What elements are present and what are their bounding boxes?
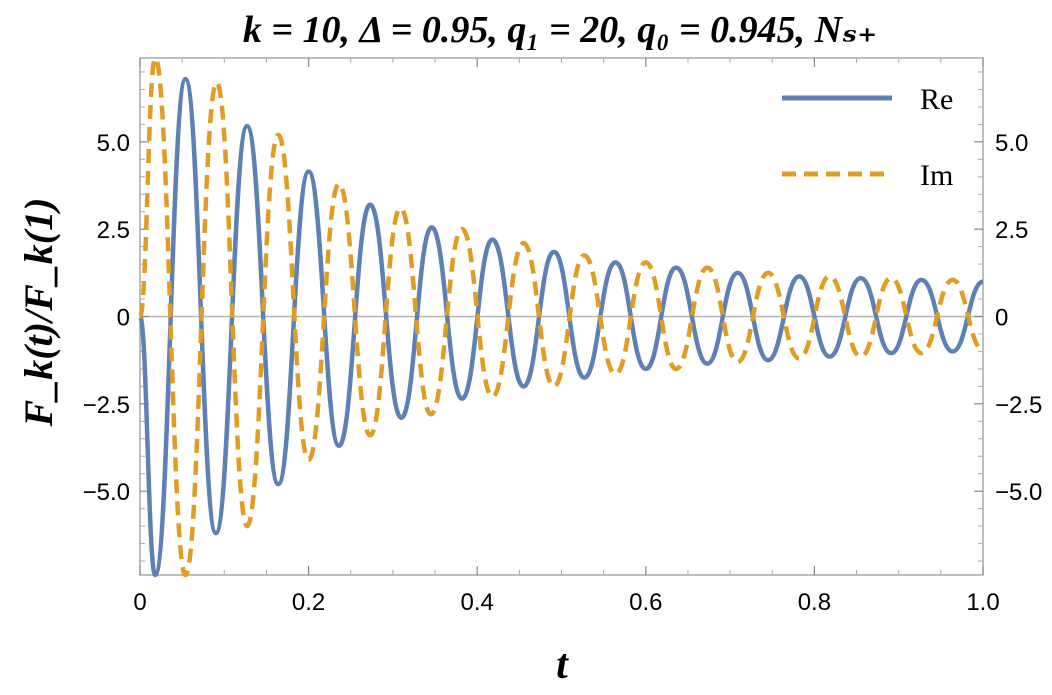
- x-tick-label: 0.6: [629, 589, 662, 616]
- x-axis-label: t: [556, 642, 569, 688]
- y-tick-label-left: 0: [117, 305, 130, 332]
- legend: Re Im: [782, 83, 953, 192]
- y-tick-label-left: −2.5: [83, 392, 130, 419]
- x-tick-label: 0.8: [798, 589, 831, 616]
- x-tick-label: 0.2: [292, 589, 325, 616]
- legend-im-label: Im: [920, 159, 953, 192]
- y-axis-label: F_k(t)/F_k(1): [16, 198, 61, 428]
- y-tick-label-left: 5.0: [97, 130, 130, 157]
- y-tick-label-right: 0: [995, 305, 1008, 332]
- x-tick-label: 0: [133, 589, 146, 616]
- curves-group: [137, 55, 984, 578]
- y-tick-label-left: 2.5: [97, 217, 130, 244]
- series-line-re: [137, 76, 984, 578]
- y-tick-label-right: 5.0: [995, 130, 1028, 157]
- x-tick-label: 0.4: [461, 589, 494, 616]
- y-tick-label-right: −2.5: [995, 392, 1042, 419]
- y-tick-label-right: −5.0: [995, 479, 1042, 506]
- y-tick-label-right: 2.5: [995, 217, 1028, 244]
- y-tick-label-left: −5.0: [83, 479, 130, 506]
- series-line-im: [137, 55, 984, 578]
- legend-re-label: Re: [920, 83, 953, 116]
- chart-title: k = 10, Δ = 0.95, q₁ = 20, q₀ = 0.945, N…: [243, 9, 877, 51]
- x-tick-label: 1.0: [966, 589, 999, 616]
- ticks-group: 0 0.2 0.4 0.6 0.8 1.0 −5.0 −5.0 −2.5 −2.5 0 0 2.5 2.5…: [83, 58, 1042, 616]
